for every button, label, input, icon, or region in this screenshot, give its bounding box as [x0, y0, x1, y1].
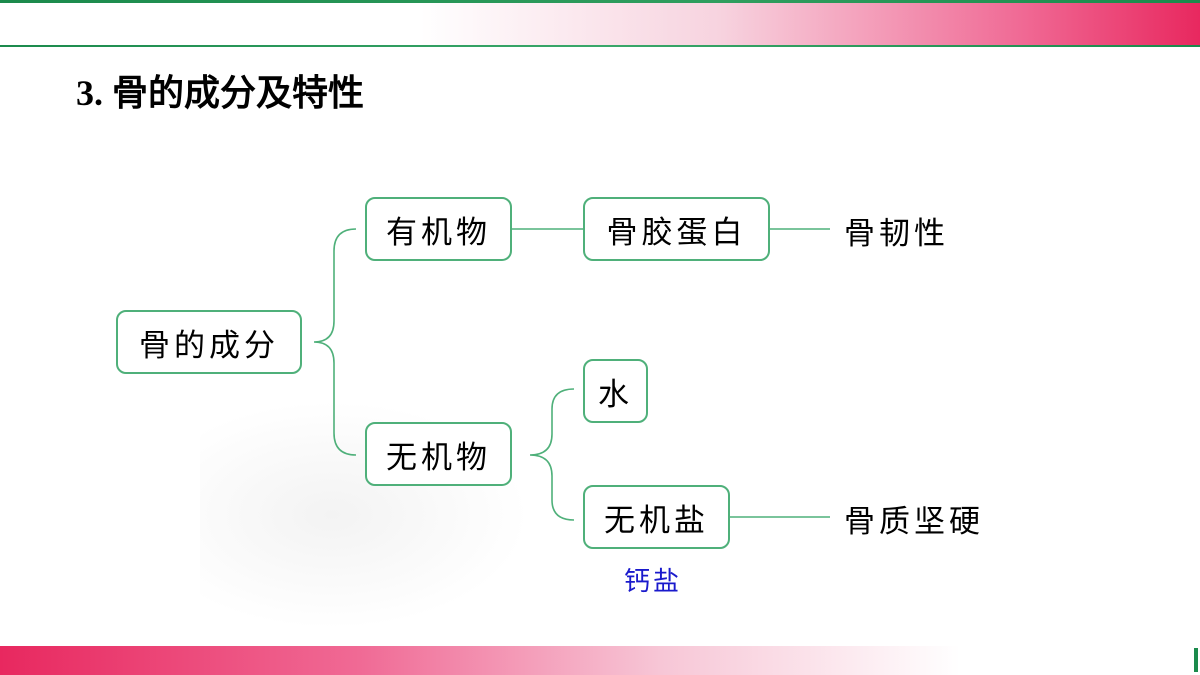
node-water: 水 [583, 359, 648, 423]
node-organic-matter: 有机物 [365, 197, 512, 261]
node-inorganic-matter: 无机物 [365, 422, 512, 486]
bottom-decor-band [0, 646, 1200, 675]
inorganic-brace [529, 388, 575, 521]
label-bone-toughness: 骨韧性 [844, 216, 949, 252]
bottom-corner-marker [1194, 648, 1198, 672]
slide-title: 3. 骨的成分及特性 [76, 73, 365, 113]
label-bone-hardness: 骨质坚硬 [844, 504, 984, 540]
node-bone-collagen: 骨胶蛋白 [583, 197, 770, 261]
header-divider-line [0, 45, 1200, 47]
node-inorganic-salt: 无机盐 [583, 485, 730, 549]
root-brace [313, 228, 357, 456]
top-decor-band [0, 0, 1200, 45]
note-calcium-salt: 钙盐 [624, 567, 683, 597]
node-bone-composition: 骨的成分 [116, 310, 302, 374]
top-decor-line [0, 0, 1200, 3]
